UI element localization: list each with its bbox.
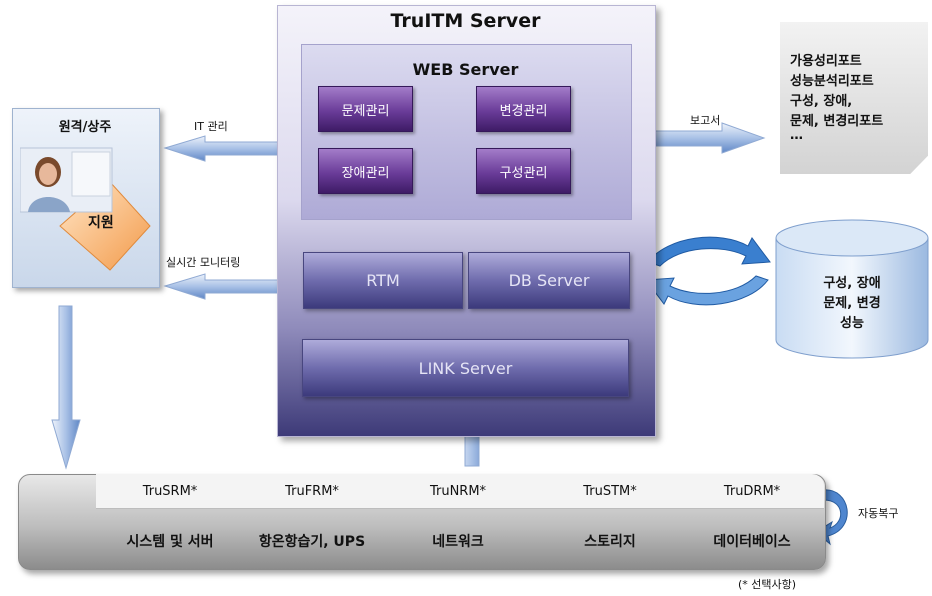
report-line: 성능분석리포트 xyxy=(790,74,874,89)
category-hvac-ups: 항온항습기, UPS xyxy=(258,534,366,550)
module-config: 구성관리 xyxy=(476,148,571,194)
module-incident: 장애관리 xyxy=(318,148,413,194)
category-network: 네트워크 xyxy=(432,534,484,550)
db-line: 문제, 변경 xyxy=(823,296,881,311)
tray-product-row xyxy=(96,474,824,509)
category-system-server: 시스템 및 서버 xyxy=(126,534,214,550)
category-database: 데이터베이스 xyxy=(713,534,791,550)
report-line: 가용성리포트 xyxy=(790,54,862,69)
report-line: … xyxy=(790,128,803,143)
db-line: 성능 xyxy=(840,316,864,331)
client-down-arrow xyxy=(51,305,81,470)
product-trudrm: TruDRM* xyxy=(723,484,781,499)
report-document xyxy=(780,22,928,174)
it-manage-label: IT 관리 xyxy=(194,120,228,133)
support-label: 지원 xyxy=(88,215,114,231)
database-cylinder xyxy=(775,219,929,359)
link-server-block: LINK Server xyxy=(302,339,629,397)
server-title: TruITM Server xyxy=(390,10,541,32)
report-line: 구성, 장애, xyxy=(790,94,853,109)
category-storage: 스토리지 xyxy=(584,534,636,550)
sync-arrows xyxy=(645,236,771,306)
product-trunrm: TruNRM* xyxy=(429,484,487,499)
report-line: 문제, 변경리포트 xyxy=(790,114,884,129)
web-server-title: WEB Server xyxy=(412,60,519,79)
module-problem: 문제관리 xyxy=(318,86,413,132)
db-line: 구성, 장애 xyxy=(823,276,881,291)
product-trusrm: TruSRM* xyxy=(142,484,198,499)
db-server-block: DB Server xyxy=(468,252,630,309)
report-label: 보고서 xyxy=(690,114,721,127)
module-change: 변경관리 xyxy=(476,86,571,132)
auto-recover-label: 자동복구 xyxy=(858,507,899,520)
optional-note: (* 선택사항) xyxy=(738,578,797,591)
rtm-block: RTM xyxy=(303,252,463,309)
product-trufrm: TruFRM* xyxy=(285,484,339,499)
support-agent-illustration xyxy=(20,147,151,271)
client-title: 원격/상주 xyxy=(58,120,112,135)
realtime-monitor-label: 실시간 모니터링 xyxy=(166,256,241,269)
product-trustm: TruSTM* xyxy=(583,484,637,499)
